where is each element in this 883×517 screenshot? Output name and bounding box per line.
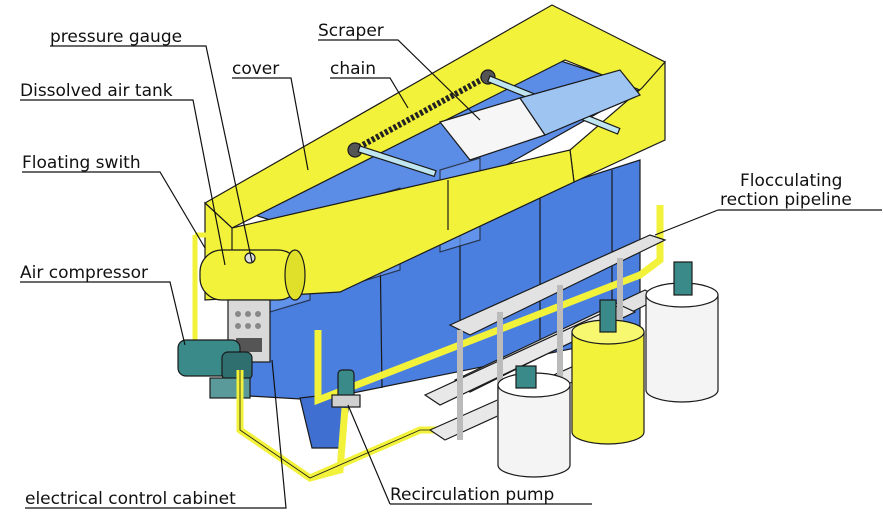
label-chain: chain [330,59,376,79]
label-air-compressor: Air compressor [20,263,148,283]
recirculation-pump [331,369,361,408]
dosing-tank-white-back [645,261,719,403]
label-pressure-gauge: pressure gauge [50,27,182,47]
label-cover: cover [232,59,279,79]
air-compressor [177,339,253,399]
label-electrical-control-cabinet: electrical control cabinet [25,489,236,509]
dosing-tank-yellow [571,299,645,445]
scraper-assembly [347,69,641,178]
label-scraper: Scraper [318,21,384,41]
label-recirculation-pump: Recirculation pump [390,485,554,505]
dosing-tank-white-front [497,365,571,478]
label-flocculating-line2: rection pipeline [720,190,852,210]
leader-lines [20,39,882,509]
label-floating-swith: Floating swith [22,153,141,173]
label-dissolved-air-tank: Dissolved air tank [20,81,173,101]
label-flocculating-line1: Flocculating [740,171,842,191]
